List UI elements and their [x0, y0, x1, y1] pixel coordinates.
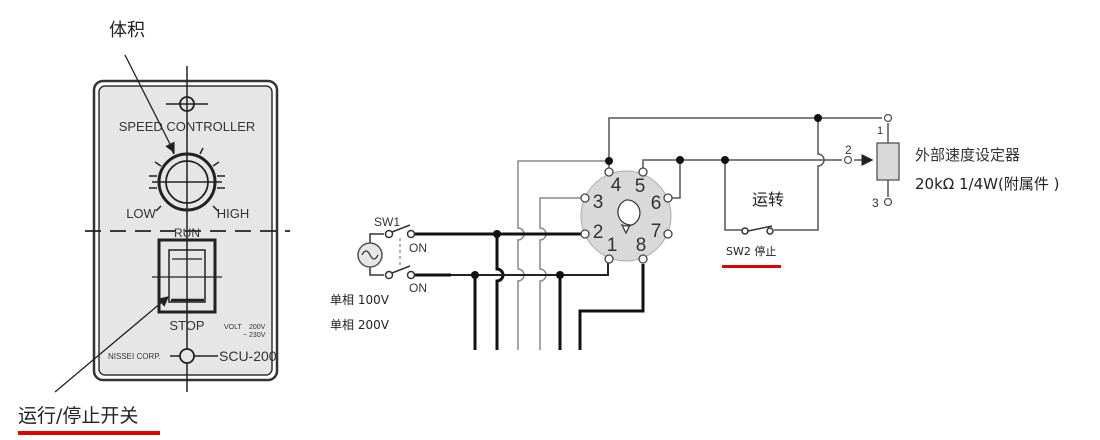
- volt-range-2: ~ 230V: [243, 332, 266, 339]
- run-label-cn: 运转: [752, 190, 784, 209]
- circuit: [357, 113, 900, 350]
- supply-200v: 单相 200V: [330, 318, 390, 332]
- pot-spec: 20kΩ 1/4W(附属件 ): [915, 175, 1059, 193]
- high-label: HIGH: [217, 206, 250, 221]
- volume-arrow: [124, 54, 175, 154]
- volt-label: VOLT: [224, 324, 242, 331]
- pot-name: 外部速度设定器: [915, 146, 1020, 164]
- top-screw-icon: [166, 96, 208, 112]
- pin-4: 4: [611, 175, 622, 196]
- sw2-underline: [722, 265, 781, 268]
- pin-5: 5: [635, 176, 646, 197]
- sw2-switch: [741, 225, 774, 235]
- pot-pin-2: 2: [845, 143, 852, 157]
- run-label: RUN: [174, 226, 200, 240]
- switch-label-underline: [18, 431, 160, 435]
- pin-8: 8: [636, 235, 647, 256]
- panel-title: SPEED CONTROLLER: [119, 119, 256, 134]
- model-label: SCU-200: [219, 348, 277, 364]
- bottom-screw-icon: [170, 348, 218, 364]
- stop-label: STOP: [169, 318, 204, 333]
- junction-dots: [471, 114, 822, 279]
- speed-controller-panel: SPEED CONTROLLER LOW HIGH RUN STOP VOLT: [85, 66, 290, 392]
- pot-pin-3: 3: [872, 196, 879, 210]
- volt-range-1: 200V: [249, 324, 266, 331]
- maker-label: NISSEI CORP.: [108, 352, 161, 361]
- pin-7: 7: [651, 221, 662, 242]
- ac-source-icon: [357, 242, 383, 268]
- octal-socket: [580, 167, 673, 264]
- pin-2: 2: [593, 222, 604, 243]
- pot-pin-1: 1: [877, 125, 883, 137]
- pin-1: 1: [607, 235, 618, 256]
- on-bottom-label: ON: [409, 281, 427, 295]
- switch-arrow: [54, 296, 169, 393]
- external-potentiometer: [843, 113, 900, 207]
- sw2-label: SW2 停止: [726, 244, 776, 258]
- on-top-label: ON: [409, 241, 427, 255]
- sw1-label: SW1: [374, 215, 400, 229]
- sw1-switch: [384, 224, 416, 280]
- switch-label: 运行/停止开关: [18, 405, 138, 427]
- volume-label: 体积: [109, 20, 145, 41]
- supply-100v: 单相 100V: [330, 293, 390, 307]
- pin-6: 6: [651, 193, 662, 214]
- low-label: LOW: [126, 206, 156, 221]
- run-stop-switch[interactable]: [152, 238, 222, 314]
- pin-3: 3: [593, 192, 604, 213]
